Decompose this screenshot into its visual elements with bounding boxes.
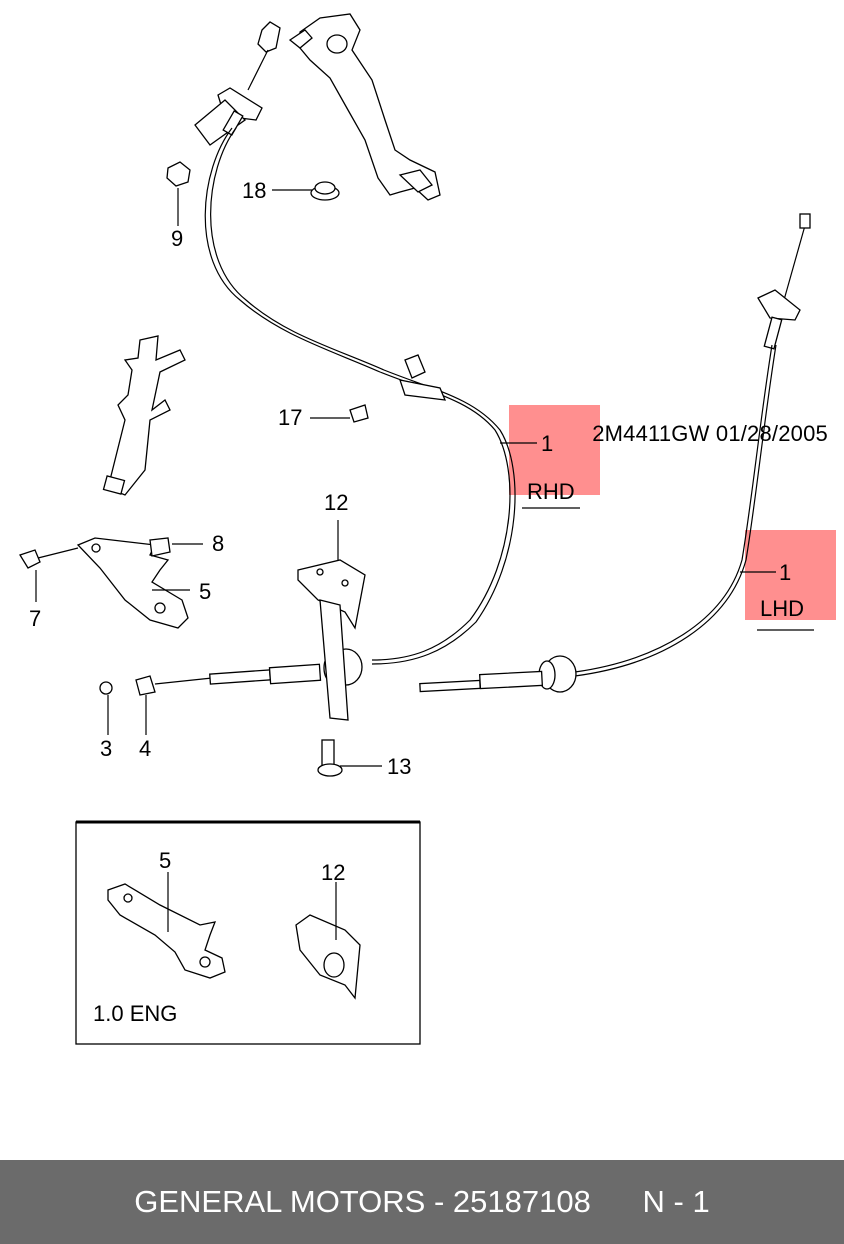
inset-bracket-12 [295,882,361,1000]
inset-caption: 1.0 ENG [93,1001,177,1026]
lhd-cable-assembly [419,213,811,693]
callout-3: 3 [100,736,112,761]
callout-1-lhd: 1 [779,560,791,585]
label-rhd: RHD [527,479,575,504]
callout-8: 8 [212,531,224,556]
lever-bracket [19,537,189,629]
cable-end-fitting [99,675,213,696]
nut [166,161,191,187]
footer-suffix: N - 1 [642,1184,710,1219]
footer-gap [591,1184,643,1220]
parts-diagram: 18 9 17 1 RHD 1 LHD 12 8 5 7 3 4 13 5 12… [19,13,836,1045]
lever-shaft [102,335,186,496]
callout-18: 18 [242,178,266,203]
callout-12: 12 [324,490,348,515]
cable-clevis [247,21,281,91]
footer-part-number: 25187108 [452,1184,591,1219]
callout-13: 13 [387,754,411,779]
callout-9: 9 [171,226,183,251]
footer-separator: - [425,1184,453,1219]
cable-mount-top [194,87,263,146]
pedal-assembly [288,13,441,201]
inset-callout-12: 12 [321,860,345,885]
cable-clip [349,354,447,423]
inset-bracket-5 [107,872,226,979]
callout-5: 5 [199,579,211,604]
label-lhd: LHD [760,596,804,621]
lhd-highlight [745,530,836,620]
callout-17: 17 [278,405,302,430]
callout-4: 4 [139,736,151,761]
leader-lines [35,188,814,767]
grommet [310,181,340,201]
cable-bracket [297,559,366,777]
footer-brand: GENERAL MOTORS [134,1184,426,1219]
footer-bar: GENERAL MOTORS - 25187108 N - 1 [0,1160,844,1244]
inset-callout-5: 5 [159,848,171,873]
rhd-highlight [509,405,600,495]
inset-1-0-eng: 5 12 1.0 ENG [75,820,421,1045]
callout-1-rhd: 1 [541,431,553,456]
callout-7: 7 [29,606,41,631]
document-reference: 2M4411GW 01/28/2005 [592,421,828,446]
